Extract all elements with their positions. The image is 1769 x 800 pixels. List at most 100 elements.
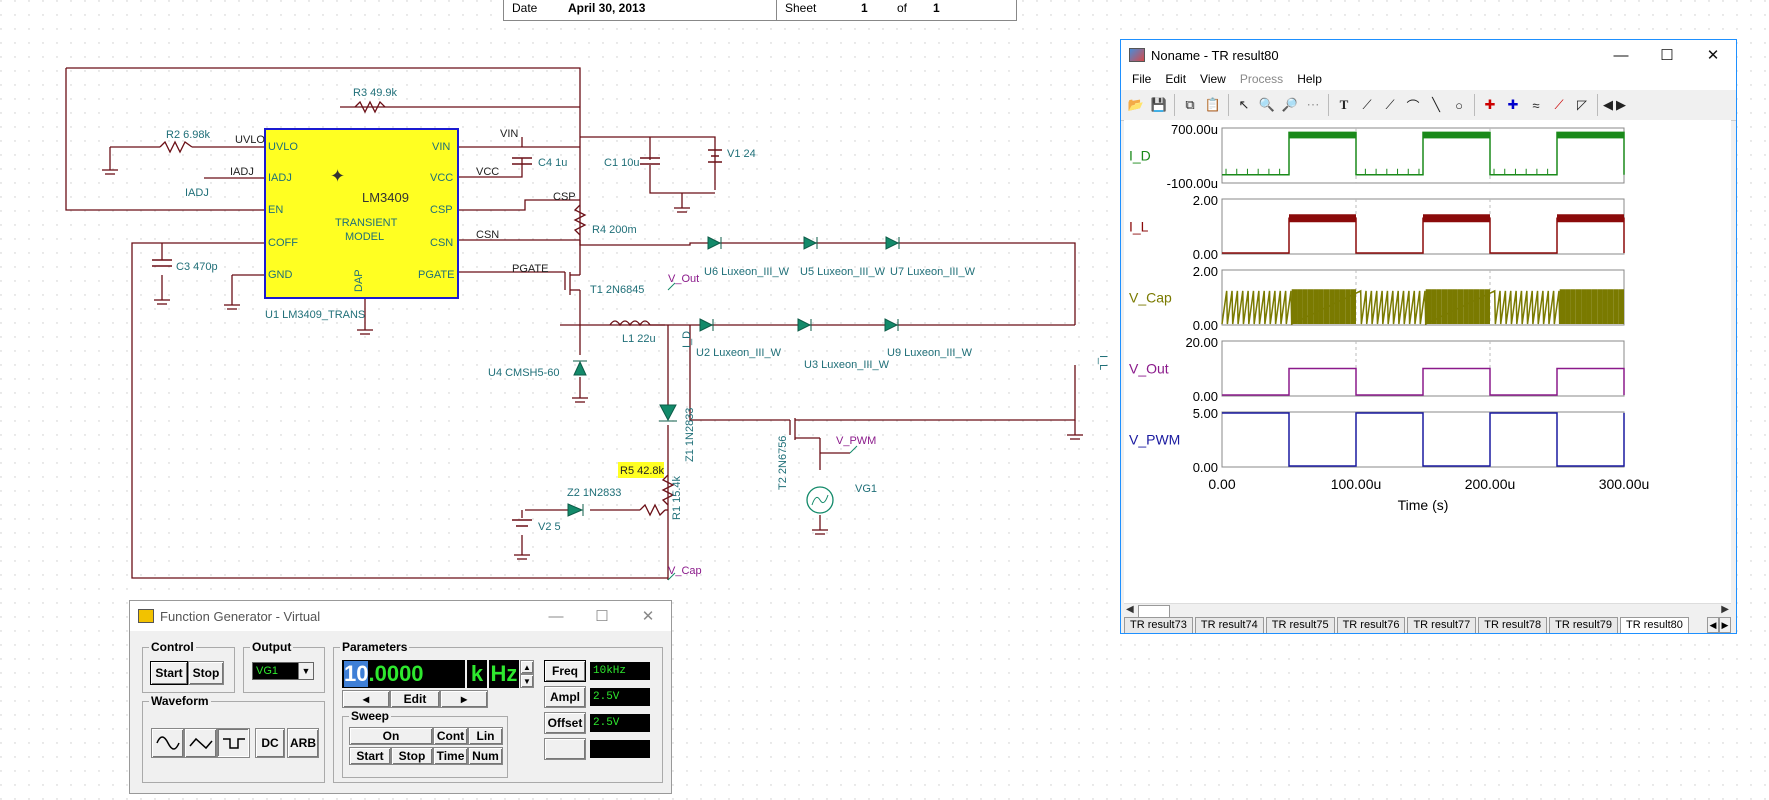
series-label-v_out: V_Out bbox=[1129, 361, 1169, 377]
pin-iadj: IADJ bbox=[268, 172, 292, 184]
square-wave-button[interactable] bbox=[217, 728, 250, 758]
label-v-pwm: V_PWM bbox=[836, 435, 876, 447]
label-z2: Z2 1N2833 bbox=[567, 487, 621, 499]
probe-icon[interactable]: ⟋ bbox=[1554, 97, 1564, 112]
marker-b-icon[interactable]: ✚ bbox=[1507, 97, 1519, 112]
value-up-button[interactable]: ▲ bbox=[520, 660, 534, 674]
tr-result-window[interactable]: Noname - TR result80 — ☐ ✕ File Edit Vie… bbox=[1120, 39, 1737, 634]
sweep-cont-button[interactable]: Cont bbox=[433, 727, 468, 745]
copy-icon[interactable]: ⧉ bbox=[1185, 97, 1195, 112]
vcap-fill bbox=[1463, 289, 1469, 324]
empty-param-button[interactable] bbox=[544, 738, 586, 760]
cursor-b-icon[interactable]: ⟋ bbox=[1385, 97, 1395, 112]
pointer-icon[interactable]: ↖ bbox=[1238, 97, 1250, 112]
waveform-chart[interactable]: 700.00u-100.00uI_D2.000.00I_L2.000.00V_C… bbox=[1124, 120, 1731, 603]
tab-tr-result80[interactable]: TR result80 bbox=[1620, 617, 1689, 633]
sine-wave-button[interactable] bbox=[151, 728, 184, 758]
close-button[interactable]: ✕ bbox=[1706, 47, 1720, 64]
label-r4: R4 200m bbox=[592, 224, 637, 236]
tab-tr-result73[interactable]: TR result73 bbox=[1124, 617, 1193, 633]
nav-left-icon[interactable]: ◀ bbox=[1603, 97, 1613, 112]
curve-icon[interactable]: ⌒ bbox=[1406, 98, 1420, 114]
save-icon[interactable]: 💾 bbox=[1150, 97, 1168, 112]
tab-prev-arrow[interactable]: ◀ bbox=[1707, 617, 1719, 633]
stop-button[interactable]: Stop bbox=[188, 661, 224, 685]
chevron-down-icon[interactable]: ▼ bbox=[298, 663, 313, 679]
tab-tr-result75[interactable]: TR result75 bbox=[1265, 617, 1335, 633]
square-wave-icon bbox=[222, 738, 245, 749]
tab-tr-result76[interactable]: TR result76 bbox=[1336, 617, 1406, 633]
offset-value: 2.5V bbox=[590, 714, 650, 732]
freq-value: 10kHz bbox=[590, 662, 650, 680]
tab-tr-result77[interactable]: TR result77 bbox=[1407, 617, 1477, 633]
zoom-in-icon[interactable]: 🔍 bbox=[1258, 97, 1276, 112]
text-icon[interactable]: T bbox=[1339, 97, 1349, 112]
wave-icon[interactable]: ≈ bbox=[1532, 97, 1540, 113]
circle-icon[interactable]: ○ bbox=[1455, 97, 1463, 113]
sweep-time-button[interactable]: Time bbox=[433, 747, 468, 765]
tr-toolbar: 📂 💾 ⧉ 📋 ↖ 🔍 🔎 ⋯ T ⟋ ⟋ ⌒ ╲ ○ ✚ ✚ ≈ ⟋ ◸ ◀ … bbox=[1121, 90, 1736, 121]
series-line-v_cap bbox=[1221, 289, 1561, 326]
triangle-wave-button[interactable] bbox=[184, 728, 217, 758]
value-down-button[interactable]: ▼ bbox=[520, 674, 534, 688]
ramp-icon[interactable]: ◸ bbox=[1577, 97, 1587, 112]
series-label-v_cap: V_Cap bbox=[1129, 290, 1172, 306]
fg-maximize-button[interactable]: ☐ bbox=[595, 608, 609, 625]
label-c4: C4 1u bbox=[538, 157, 567, 169]
frequency-display[interactable]: 10.0000 bbox=[342, 660, 465, 688]
edit-right-button[interactable]: ▸ bbox=[440, 690, 488, 708]
line-icon[interactable]: ╲ bbox=[1432, 97, 1440, 112]
fg-app-icon bbox=[138, 609, 154, 623]
series-label-i_d: I_D bbox=[1129, 148, 1151, 164]
menu-edit[interactable]: Edit bbox=[1165, 72, 1187, 86]
edit-button[interactable]: Edit bbox=[390, 690, 440, 708]
fg-minimize-button[interactable]: — bbox=[548, 607, 564, 625]
menu-view[interactable]: View bbox=[1200, 72, 1226, 86]
paste-icon[interactable]: 📋 bbox=[1204, 97, 1222, 112]
arb-button[interactable]: ARB bbox=[287, 728, 319, 758]
menu-help[interactable]: Help bbox=[1297, 72, 1322, 86]
maximize-button[interactable]: ☐ bbox=[1660, 47, 1674, 64]
svg-text:✦: ✦ bbox=[330, 166, 345, 186]
nav-right-icon[interactable]: ▶ bbox=[1616, 97, 1626, 112]
open-icon[interactable]: 📂 bbox=[1127, 97, 1145, 112]
start-button[interactable]: Start bbox=[150, 661, 188, 685]
label-v1: V1 24 bbox=[727, 148, 756, 160]
menu-file[interactable]: File bbox=[1132, 72, 1152, 86]
sweep-lin-button[interactable]: Lin bbox=[468, 727, 503, 745]
marker-a-icon[interactable]: ✚ bbox=[1484, 97, 1496, 112]
scroll-right-arrow[interactable]: ▶ bbox=[1721, 604, 1729, 615]
scroll-left-arrow[interactable]: ◀ bbox=[1126, 604, 1134, 615]
edit-left-button[interactable]: ◂ bbox=[342, 690, 390, 708]
vcap-fill bbox=[1586, 289, 1592, 324]
minimize-button[interactable]: — bbox=[1613, 46, 1629, 64]
tab-next-arrow[interactable]: ▶ bbox=[1719, 617, 1731, 633]
fg-titlebar[interactable]: Function Generator - Virtual — ☐ ✕ bbox=[130, 601, 671, 631]
horizontal-scrollbar[interactable]: ◀ ▶ bbox=[1124, 603, 1731, 618]
grid-icon[interactable]: ⋯ bbox=[1306, 97, 1320, 112]
y-tick-bottom-i_d: -100.00u bbox=[1167, 176, 1218, 191]
unit-prefix-display: k bbox=[467, 660, 487, 688]
sweep-stop-button[interactable]: Stop bbox=[391, 747, 433, 765]
sweep-num-button[interactable]: Num bbox=[468, 747, 503, 765]
y-tick-bottom-v_pwm: 0.00 bbox=[1193, 460, 1218, 475]
tr-titlebar[interactable]: Noname - TR result80 — ☐ ✕ bbox=[1121, 40, 1736, 70]
freq-button[interactable]: Freq bbox=[544, 660, 586, 682]
offset-button[interactable]: Offset bbox=[544, 712, 586, 734]
function-generator-window[interactable]: Function Generator - Virtual — ☐ ✕ Contr… bbox=[129, 600, 672, 794]
vcap-fill bbox=[1313, 289, 1319, 324]
sweep-start-button[interactable]: Start bbox=[349, 747, 391, 765]
ampl-button[interactable]: Ampl bbox=[544, 686, 586, 708]
vcap-fill bbox=[1484, 289, 1490, 324]
sweep-on-button[interactable]: On bbox=[349, 727, 433, 745]
zoom-100-icon[interactable]: 🔎 bbox=[1281, 97, 1299, 112]
dc-button[interactable]: DC bbox=[255, 728, 285, 758]
tab-tr-result79[interactable]: TR result79 bbox=[1549, 617, 1619, 633]
cursor-a-icon[interactable]: ⟋ bbox=[1362, 97, 1372, 112]
output-select[interactable]: VG1 ▼ bbox=[252, 662, 314, 680]
tab-tr-result74[interactable]: TR result74 bbox=[1194, 617, 1264, 633]
tab-tr-result78[interactable]: TR result78 bbox=[1478, 617, 1548, 633]
fg-close-button[interactable]: ✕ bbox=[641, 608, 655, 625]
pin-coff: COFF bbox=[268, 237, 298, 249]
